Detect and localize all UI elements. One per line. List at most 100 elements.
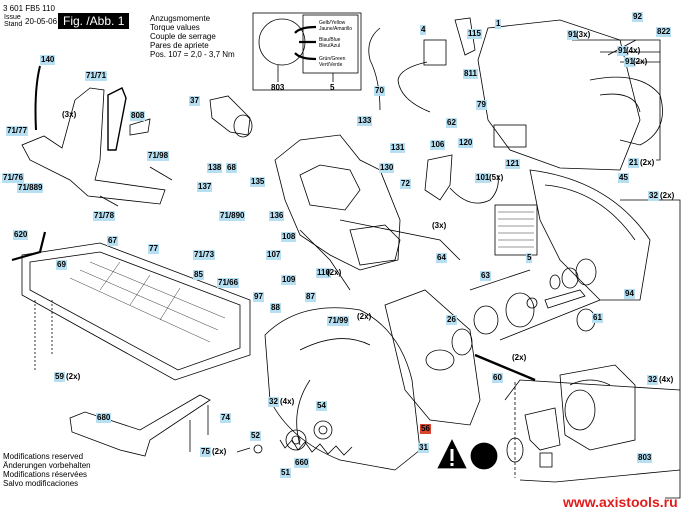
part-label[interactable]: 107: [266, 250, 282, 260]
torque-line: Torque values: [150, 23, 200, 32]
part-label[interactable]: 26: [446, 315, 457, 325]
part-label[interactable]: 71/77: [6, 126, 29, 136]
part-label[interactable]: 620: [13, 230, 29, 240]
part-label[interactable]: 133: [357, 116, 373, 126]
part-label[interactable]: 61: [592, 313, 603, 323]
qty-annotation: (4x): [280, 397, 295, 406]
wire-green: Grün/Green Vert/Verde: [319, 56, 345, 68]
part-label[interactable]: 1: [495, 19, 502, 29]
issue-label-de: Stand: [4, 21, 23, 28]
note-line: Salvo modificaciones: [3, 479, 79, 488]
part-label[interactable]: 21: [628, 158, 639, 168]
part-label[interactable]: 77: [148, 244, 159, 254]
wire-blue: Blau/Blue Bleu/Azul: [319, 37, 340, 49]
part-label[interactable]: 69: [56, 260, 67, 270]
part-label[interactable]: 5: [526, 253, 533, 263]
wiring-inset-motor-circle: [258, 18, 306, 66]
qty-annotation: (2x): [327, 268, 342, 277]
qty-annotation: (2x): [633, 57, 648, 66]
part-label[interactable]: 808: [130, 111, 146, 121]
qty-annotation: (3x): [576, 30, 591, 39]
part-label[interactable]: 94: [624, 289, 635, 299]
part-label[interactable]: 71/71: [85, 71, 108, 81]
part-label[interactable]: 31: [418, 443, 429, 453]
part-label[interactable]: 75: [200, 447, 211, 457]
wire-yellow-line1: Gelb/Yellow: [319, 20, 346, 26]
part-label[interactable]: 660: [294, 458, 310, 468]
part-label[interactable]: 137: [197, 182, 213, 192]
qty-annotation: (4x): [626, 46, 641, 55]
part-label[interactable]: 45: [618, 173, 629, 183]
part-label[interactable]: 71/889: [17, 183, 44, 193]
part-label[interactable]: 71/66: [217, 278, 240, 288]
part-label[interactable]: 92: [632, 12, 643, 22]
part-label[interactable]: 54: [316, 401, 327, 411]
part-label[interactable]: 71/76: [2, 173, 25, 183]
part-label[interactable]: 71/890: [219, 211, 246, 221]
part-label[interactable]: 72: [400, 179, 411, 189]
part-label[interactable]: 52: [250, 431, 261, 441]
issue-date: 20-05-06: [25, 17, 58, 26]
wiring-label-803: 803: [271, 83, 285, 92]
part-label[interactable]: 803: [637, 453, 653, 463]
part-label[interactable]: 130: [379, 163, 395, 173]
part-label[interactable]: 87: [305, 292, 316, 302]
part-label[interactable]: 138: [207, 163, 223, 173]
part-label[interactable]: 136: [269, 211, 285, 221]
part-label[interactable]: 109: [281, 275, 297, 285]
part-label[interactable]: 74: [220, 413, 231, 423]
part-label[interactable]: 811: [463, 69, 478, 79]
torque-line: Pos. 107 = 2,0 - 3,7 Nm: [150, 50, 235, 59]
part-label[interactable]: 140: [40, 55, 56, 65]
part-label[interactable]: 68: [226, 163, 237, 173]
part-label[interactable]: 71/99: [327, 316, 350, 326]
part-label[interactable]: 108: [281, 232, 297, 242]
figure-title: Fig. /Abb. 1: [58, 13, 130, 29]
wire-green-line1: Grün/Green: [319, 56, 346, 62]
qty-annotation: (3x): [432, 221, 447, 230]
part-label[interactable]: 91: [617, 46, 628, 56]
part-label[interactable]: 97: [253, 292, 264, 302]
part-label-highlighted[interactable]: 56: [420, 424, 431, 434]
part-label[interactable]: 71/78: [93, 211, 116, 221]
part-label[interactable]: 60: [492, 373, 503, 383]
wire-green-line2: Vert/Verde: [319, 62, 343, 68]
part-label[interactable]: 59: [54, 372, 65, 382]
part-label[interactable]: 110: [316, 268, 331, 278]
part-label[interactable]: 115: [467, 29, 482, 39]
part-label[interactable]: 63: [480, 271, 491, 281]
part-label[interactable]: 4: [420, 25, 427, 35]
part-label[interactable]: 37: [189, 96, 200, 106]
part-label[interactable]: 85: [193, 270, 204, 280]
part-label[interactable]: 70: [374, 86, 385, 96]
part-label[interactable]: 51: [280, 468, 291, 478]
part-label[interactable]: 121: [505, 159, 521, 169]
part-label[interactable]: 32: [268, 397, 279, 407]
qty-annotation: (2x): [640, 158, 655, 167]
part-label[interactable]: 79: [476, 100, 487, 110]
wiring-label-5: 5: [330, 83, 335, 92]
part-label[interactable]: 131: [390, 143, 406, 153]
part-label[interactable]: 32: [648, 191, 659, 201]
part-label[interactable]: 680: [96, 413, 112, 423]
issue-label: Issue Stand: [4, 14, 22, 28]
part-label[interactable]: 71/73: [193, 250, 216, 260]
part-label[interactable]: 71/98: [147, 151, 170, 161]
part-label[interactable]: 135: [250, 177, 266, 187]
note-line: Modifications réservées: [3, 470, 88, 479]
part-label[interactable]: 106: [430, 140, 446, 150]
part-label[interactable]: 64: [436, 253, 447, 263]
part-label[interactable]: 101: [475, 173, 491, 183]
part-label[interactable]: 120: [458, 138, 474, 148]
part-label[interactable]: 32: [647, 375, 658, 385]
torque-line: Anzugsmomente: [150, 14, 211, 23]
part-label[interactable]: 822: [656, 27, 672, 37]
watermark-link[interactable]: www.axistools.ru: [563, 494, 678, 510]
part-label[interactable]: 91: [624, 57, 635, 67]
qty-annotation: (3x): [62, 110, 77, 119]
part-label[interactable]: 88: [270, 303, 281, 313]
part-label[interactable]: 62: [446, 118, 457, 128]
part-label[interactable]: 91: [567, 30, 578, 40]
part-label[interactable]: 67: [107, 236, 118, 246]
